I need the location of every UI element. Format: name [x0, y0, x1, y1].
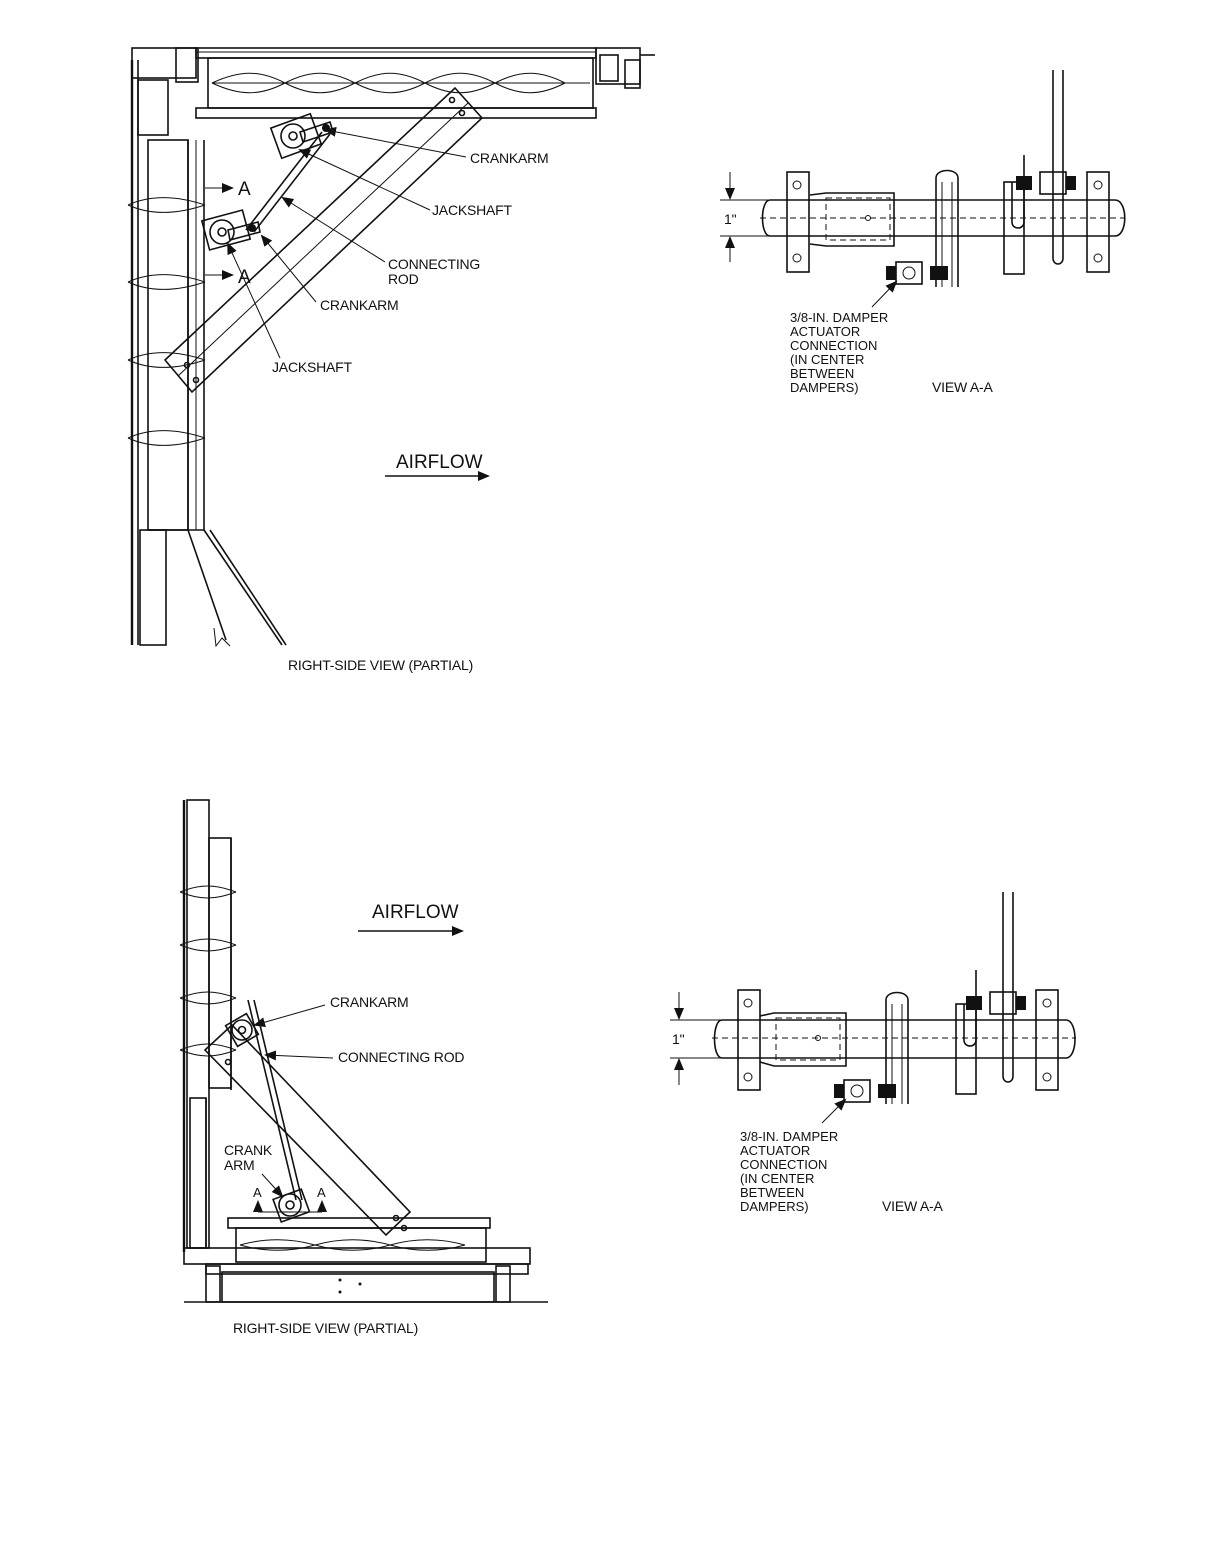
bottom-crank-arm-label-line1: CRANK: [224, 1142, 273, 1158]
top-side-view-caption: RIGHT-SIDE VIEW (PARTIAL): [288, 657, 473, 673]
top-side-view-drawing: [127, 47, 655, 648]
top-view-aa-note-line6: DAMPERS): [790, 380, 859, 395]
bottom-side-view-drawing: [179, 799, 548, 1303]
top-jackshaft-lower-label: JACKSHAFT: [272, 359, 353, 375]
top-view-aa-drawing: [720, 70, 1126, 308]
bottom-connecting-rod-label: CONNECTING ROD: [338, 1049, 464, 1065]
top-view-aa-dimension: 1": [724, 211, 737, 227]
top-view-aa-note-line2: ACTUATOR: [790, 324, 860, 339]
top-view-aa-title: VIEW A-A: [932, 379, 993, 395]
bottom-view-aa-note-line3: CONNECTION: [740, 1157, 827, 1172]
top-connecting-rod-label-line2: ROD: [388, 271, 419, 287]
top-section-mark-upper: A: [238, 179, 251, 200]
bottom-view-aa-drawing: [670, 892, 1076, 1124]
bottom-view-aa-title: VIEW A-A: [882, 1198, 943, 1214]
bottom-view-aa-note-line5: BETWEEN: [740, 1185, 804, 1200]
bottom-view-aa-dimension: 1": [672, 1031, 685, 1047]
top-crankarm-lower-label: CRANKARM: [320, 297, 399, 313]
top-connecting-rod-label-line1: CONNECTING: [388, 256, 480, 272]
bottom-view-aa-note-line1: 3/8-IN. DAMPER: [740, 1129, 838, 1144]
top-view-aa-note-line5: BETWEEN: [790, 366, 854, 381]
bottom-view-aa-note-line2: ACTUATOR: [740, 1143, 810, 1158]
bottom-crank-arm-label-line2: ARM: [224, 1157, 255, 1173]
bottom-airflow-label: AIRFLOW: [372, 902, 459, 923]
top-crankarm-upper-label: CRANKARM: [470, 150, 549, 166]
top-section-mark-lower: A: [238, 267, 251, 288]
bottom-view-aa-note-line6: DAMPERS): [740, 1199, 809, 1214]
bottom-section-mark-left: A: [253, 1185, 262, 1200]
top-jackshaft-upper-label: JACKSHAFT: [432, 202, 513, 218]
bottom-side-view-caption: RIGHT-SIDE VIEW (PARTIAL): [233, 1320, 418, 1336]
top-view-aa-note-line3: CONNECTION: [790, 338, 877, 353]
top-view-aa-note-line4: (IN CENTER: [790, 352, 864, 367]
top-airflow-label: AIRFLOW: [396, 452, 483, 473]
bottom-crankarm-upper-label: CRANKARM: [330, 994, 409, 1010]
top-view-aa-note-line1: 3/8-IN. DAMPER: [790, 310, 888, 325]
bottom-view-aa-note-line4: (IN CENTER: [740, 1171, 814, 1186]
bottom-section-mark-right: A: [317, 1185, 326, 1200]
